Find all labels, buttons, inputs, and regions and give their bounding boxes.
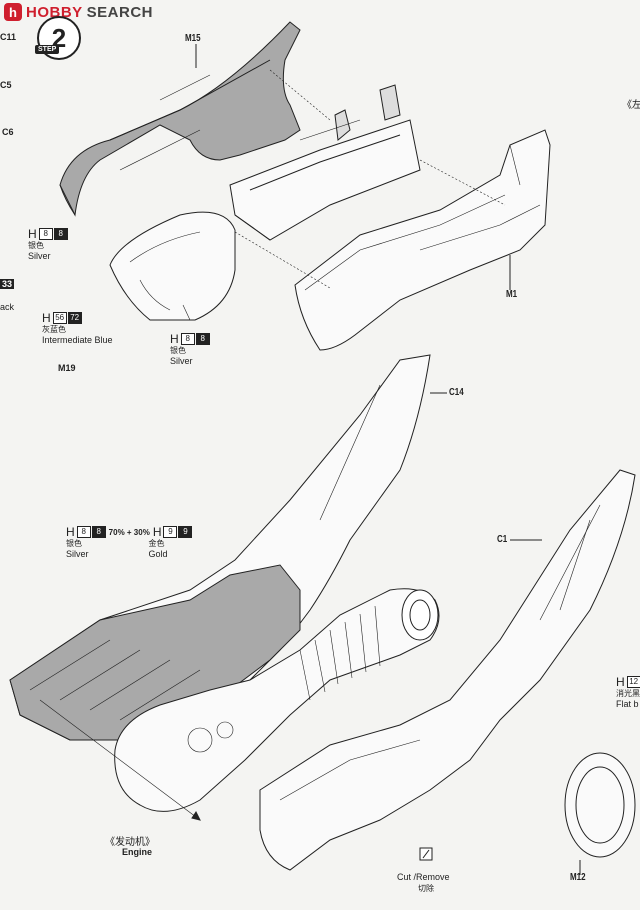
step-badge: 2 STEP (35, 16, 83, 62)
edge-label-c6: C6 (2, 127, 14, 137)
engine-label-cn: 《发动机》 (105, 837, 155, 848)
engine-label-en: Engine (122, 847, 153, 857)
m15-fuselage-part (59, 21, 301, 217)
edge-label-c5: C5 (0, 80, 12, 90)
part-label-m1: M1 (506, 289, 518, 300)
part-label-c1: C1 (497, 534, 508, 545)
edge-label-ack: ack (0, 302, 15, 312)
logo-badge: h (4, 3, 22, 21)
logo-search-text: SEARCH (86, 3, 154, 21)
edge-label-c11: C11 (0, 32, 17, 42)
step-tag: STEP (35, 45, 60, 54)
part-label-m15: M15 (185, 33, 201, 44)
m1-fuselage-part (294, 129, 551, 351)
c1-tail-part (259, 469, 636, 871)
edge-label-33: 33 (0, 279, 15, 289)
part-label-c14: C14 (449, 387, 464, 398)
part-label-m12: M12 (570, 872, 586, 883)
right-edge-label-cn: 《左 (622, 100, 640, 111)
cut-remove-label: Cut /Remove (397, 872, 450, 882)
cut-remove-label-cn: 切除 (418, 884, 434, 893)
step-number: 2 (51, 23, 67, 53)
canopy-part (109, 211, 236, 321)
hobbysearch-logo[interactable]: h HOBBY SEARCH (4, 3, 153, 21)
engine-part (114, 588, 440, 812)
logo-hobby-text: HOBBY (26, 3, 83, 21)
part-label-m19: M19 (58, 363, 76, 373)
